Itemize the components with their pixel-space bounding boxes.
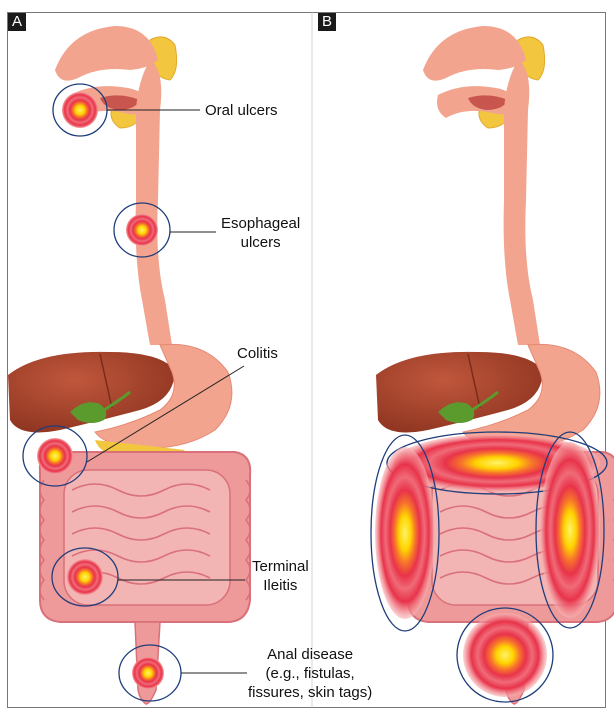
terminal-ileitis-label: Terminal Ileitis [252,557,309,595]
descending-colon-lesion [536,432,604,628]
rectal-lesion [457,608,553,702]
ascending-colon-lesion [371,435,439,631]
colitis-label: Colitis [237,344,278,363]
panel-label-a: A [8,13,26,31]
oral-ulcers-label: Oral ulcers [205,101,278,120]
anal-disease-label: Anal disease (e.g., fistulas, fissures, … [248,645,372,702]
esophageal-ulcers-label: Esophageal ulcers [221,214,300,252]
panel-a-anatomy [8,26,250,704]
panel-label-b: B [318,13,336,31]
